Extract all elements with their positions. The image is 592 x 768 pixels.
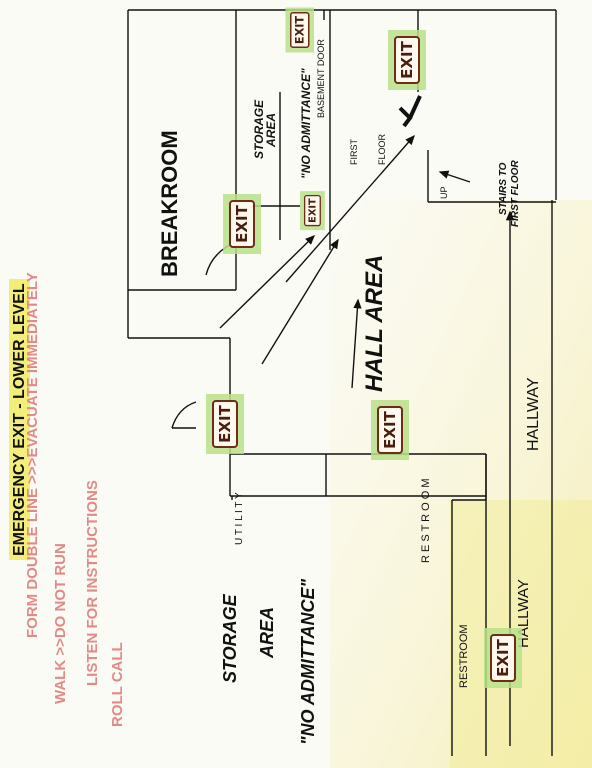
basement-door-label: BASEMENT DOOR	[316, 39, 326, 118]
exit-sign-box	[377, 406, 403, 454]
hallway-main-label: HALLWAY	[525, 377, 542, 452]
exit-sign-text: EXIT	[216, 405, 234, 443]
exit-sign-text: EXIT	[398, 41, 416, 79]
restroom-lower-label: RESTROOM	[458, 624, 470, 688]
storage-top-line-2: AREA	[264, 112, 278, 147]
storage-bottom-line-3: "NO ADMITTANCE"	[298, 578, 318, 745]
exit-sign-text: EXIT	[306, 198, 319, 223]
hall-area-label: HALL AREA	[361, 254, 388, 392]
storage-bottom-line-1: STORAGE	[220, 594, 240, 683]
exit-sign: EXIT	[484, 628, 522, 688]
exit-sign: EXIT	[300, 191, 325, 231]
first-floor-label-1: FIRST	[349, 139, 359, 165]
exit-sign-text: EXIT	[381, 411, 399, 449]
legend-line-3: LISTEN FOR INSTRUCTIONS	[84, 480, 101, 686]
exit-sign-text: EXIT	[233, 205, 251, 243]
exit-sign: EXIT	[223, 194, 261, 254]
exit-sign-box	[304, 195, 321, 227]
legend-line-4: ROLL CALL	[109, 642, 126, 727]
storage-top-line-3: "NO ADMITTANCE"	[299, 68, 313, 179]
exit-sign-box	[394, 36, 420, 84]
exit-sign: EXIT	[206, 394, 244, 454]
exit-pointer	[398, 95, 422, 128]
stairs-label-2: FIRST FLOOR	[510, 160, 521, 227]
exit-sign-text: EXIT	[494, 639, 512, 677]
up-label: UP	[439, 186, 449, 199]
first-floor-label-2: FLOOR	[377, 133, 387, 165]
exit-sign-text: EXIT	[293, 15, 307, 45]
legend-line-1: FORM DOUBLE LINE >>>EVACUATE IMMEDIATELY	[24, 272, 41, 638]
legend-line-2: WALK >>DO NOT RUN	[52, 543, 69, 704]
exit-sign: EXIT	[285, 7, 314, 53]
storage-bottom-line-2: AREA	[257, 606, 277, 658]
exit-sign-box	[229, 200, 255, 248]
exit-sign: EXIT	[371, 400, 409, 460]
exit-sign: EXIT	[388, 30, 426, 90]
exit-sign-box	[490, 634, 516, 682]
restroom-vertical-label: R E S T R O O M	[420, 478, 432, 563]
breakroom-label: BREAKROOM	[157, 130, 182, 277]
exit-sign-box	[290, 12, 310, 48]
exit-sign-box	[212, 400, 238, 448]
